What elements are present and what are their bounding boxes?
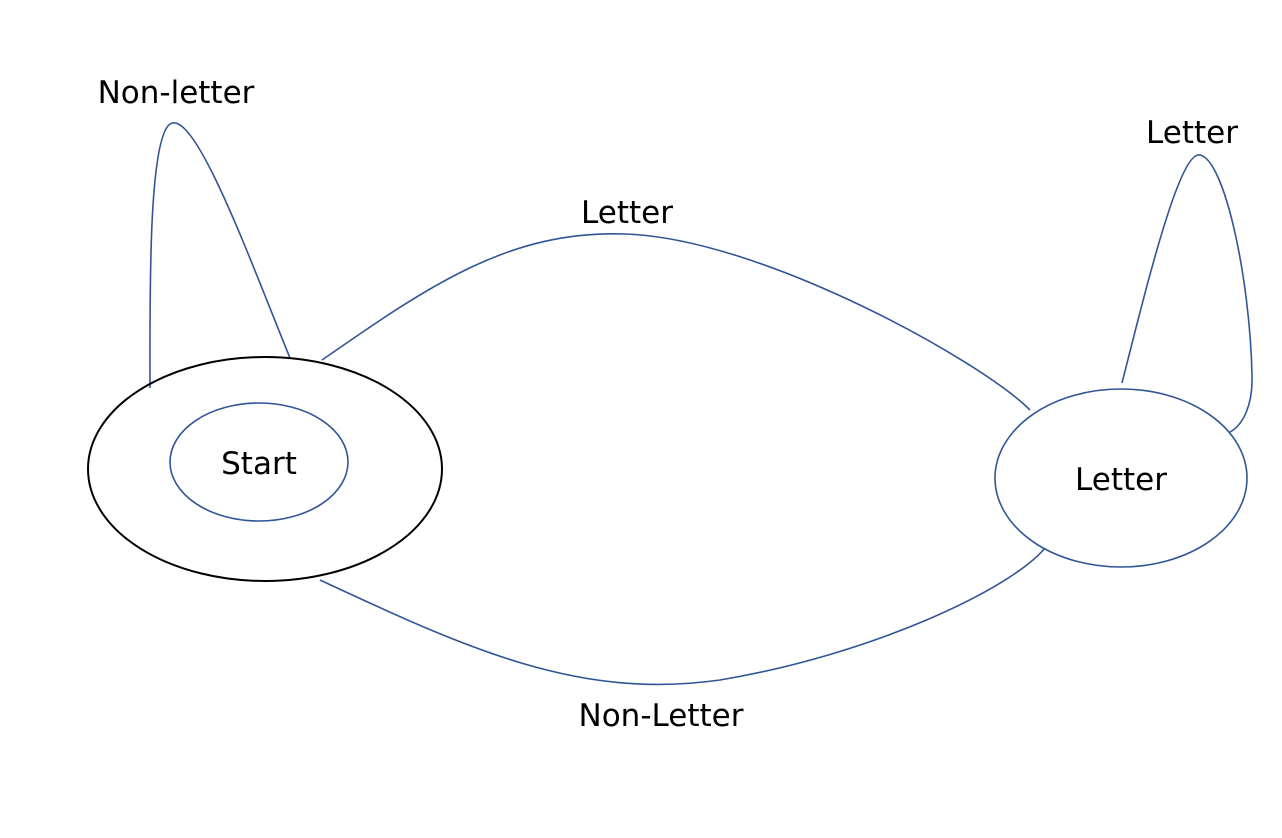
edge-label-start-to-letter: Letter bbox=[581, 195, 673, 231]
edge-letter-self-loop bbox=[1121, 154, 1253, 433]
letter-state-node bbox=[994, 388, 1248, 568]
edge-start-self-loop bbox=[149, 122, 291, 389]
edge-start-to-letter bbox=[321, 233, 1031, 411]
letter-state-label: Letter bbox=[1075, 462, 1167, 498]
edge-label-letter-to-start: Non-Letter bbox=[579, 698, 744, 734]
edge-label-letter-self-loop: Letter bbox=[1146, 115, 1238, 151]
start-state-accepting-ring bbox=[87, 356, 443, 582]
edge-label-start-self-loop: Non-letter bbox=[98, 75, 255, 111]
start-state-label: Start bbox=[221, 446, 297, 482]
start-state-node bbox=[169, 402, 349, 522]
edge-letter-to-start bbox=[319, 547, 1046, 686]
